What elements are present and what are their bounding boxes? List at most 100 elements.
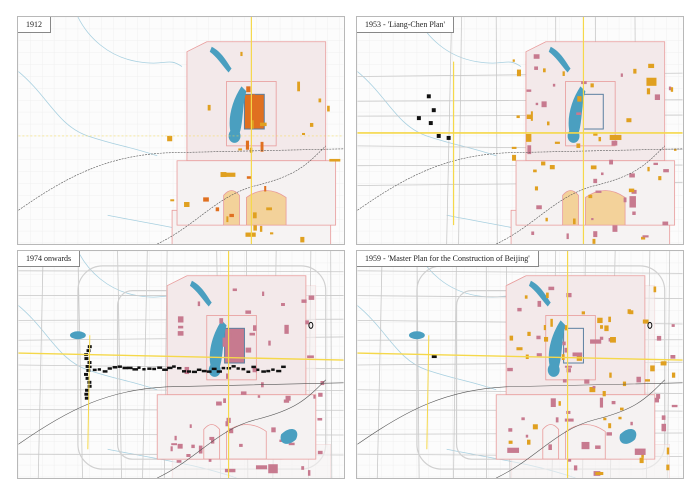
building — [226, 373, 229, 379]
building — [572, 352, 583, 357]
river — [357, 305, 497, 391]
building — [642, 235, 649, 238]
building — [671, 324, 675, 327]
building — [674, 148, 677, 151]
building — [532, 424, 538, 430]
building — [531, 231, 535, 235]
building — [191, 444, 195, 449]
building — [595, 190, 602, 193]
building — [666, 464, 670, 471]
building — [641, 453, 644, 458]
building-black — [241, 367, 246, 371]
building — [260, 141, 264, 152]
landmark-ring — [647, 321, 653, 329]
building — [317, 418, 323, 421]
building-black — [201, 369, 207, 373]
building — [318, 392, 323, 397]
building — [232, 288, 237, 292]
building — [608, 423, 612, 429]
building — [662, 221, 669, 226]
building — [654, 94, 661, 101]
building — [245, 310, 252, 314]
building — [646, 88, 651, 95]
building — [308, 295, 315, 300]
lake — [189, 280, 212, 307]
building — [508, 428, 513, 432]
building — [507, 447, 520, 453]
lake — [228, 129, 241, 143]
map-1912 — [18, 17, 344, 244]
building-black — [431, 355, 437, 359]
river — [416, 17, 522, 67]
building — [301, 466, 305, 470]
building — [167, 135, 173, 142]
building — [526, 89, 532, 92]
building-black — [167, 366, 173, 370]
building — [184, 366, 190, 375]
railway — [157, 145, 326, 244]
building — [186, 454, 191, 457]
building — [661, 423, 667, 432]
building — [639, 457, 644, 464]
inner-city — [525, 41, 666, 162]
building — [597, 317, 603, 324]
building — [656, 335, 662, 341]
building — [619, 407, 624, 411]
building — [595, 445, 601, 449]
building — [251, 120, 254, 129]
building — [268, 464, 278, 474]
building — [610, 337, 616, 343]
building — [549, 165, 555, 170]
building — [541, 161, 546, 166]
road — [357, 270, 683, 274]
river — [18, 71, 158, 157]
building — [564, 325, 568, 331]
building — [546, 121, 550, 126]
building — [550, 318, 553, 327]
building — [288, 442, 295, 446]
building-black — [86, 368, 91, 372]
building — [253, 325, 257, 331]
building — [564, 365, 572, 368]
building — [666, 447, 670, 455]
building — [216, 401, 222, 406]
panel-label: 1953 - 'Liang-Chen Plan' — [357, 17, 454, 33]
building — [177, 443, 183, 449]
city-core — [176, 41, 337, 226]
building — [589, 387, 596, 393]
building-black — [85, 376, 90, 380]
building — [229, 213, 234, 218]
lake — [528, 280, 551, 307]
building — [629, 173, 635, 178]
railway — [18, 382, 344, 445]
building — [284, 324, 289, 334]
building — [252, 367, 258, 373]
lake — [619, 428, 637, 444]
building — [177, 316, 184, 323]
building-black — [261, 370, 266, 373]
building — [562, 71, 565, 76]
building — [552, 83, 556, 87]
building — [508, 440, 513, 444]
building — [618, 416, 622, 420]
building — [283, 399, 290, 403]
building — [536, 205, 542, 210]
building-black — [431, 108, 436, 113]
building — [599, 397, 604, 408]
building — [663, 169, 669, 173]
river — [77, 17, 183, 67]
building-black — [127, 366, 133, 370]
imperial-city — [206, 315, 257, 381]
building — [222, 337, 227, 347]
building — [627, 309, 631, 314]
building-black — [92, 368, 97, 372]
building-black — [97, 368, 101, 371]
building — [653, 286, 657, 293]
building — [264, 185, 267, 192]
building — [307, 470, 311, 476]
building — [591, 218, 594, 221]
road — [458, 17, 462, 244]
imperial-city — [565, 81, 616, 147]
road — [18, 270, 344, 273]
building — [543, 325, 546, 331]
